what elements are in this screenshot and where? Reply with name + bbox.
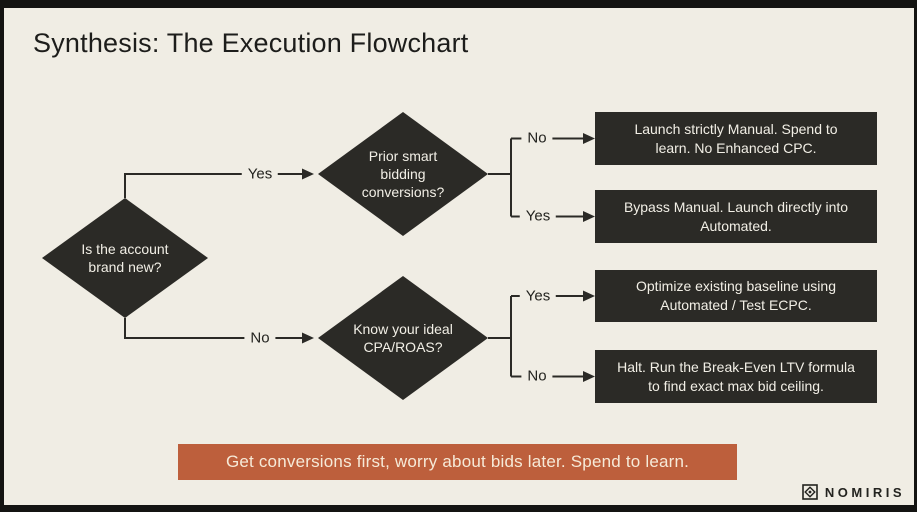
outcome-launch-strictly-manual: Launch strictly Manual. Spend to learn. …	[595, 112, 877, 165]
page-title: Synthesis: The Execution Flowchart	[33, 28, 469, 58]
branch-label-no-3: No	[521, 367, 553, 385]
nomiris-mark-icon	[802, 484, 818, 500]
branch-label-yes-1: Yes	[241, 165, 279, 183]
outcome-halt-break-even-ltv: Halt. Run the Break-Even LTV formula to …	[595, 350, 877, 403]
branch-label-yes-3: Yes	[519, 287, 557, 305]
branch-label-no-2: No	[521, 129, 553, 147]
nomiris-logo-text: NOMIRIS	[824, 484, 905, 500]
nomiris-logo: NOMIRIS	[802, 484, 905, 500]
slide: Synthesis: The Execution Flowchart Is th…	[4, 8, 914, 505]
branch-label-yes-2: Yes	[519, 207, 557, 225]
takeaway-banner: Get conversions first, worry about bids …	[178, 444, 737, 480]
branch-label-no-1: No	[244, 329, 276, 347]
outcome-optimize-existing-baseline: Optimize existing baseline using Automat…	[595, 270, 877, 322]
outcome-bypass-manual: Bypass Manual. Launch directly into Auto…	[595, 190, 877, 243]
